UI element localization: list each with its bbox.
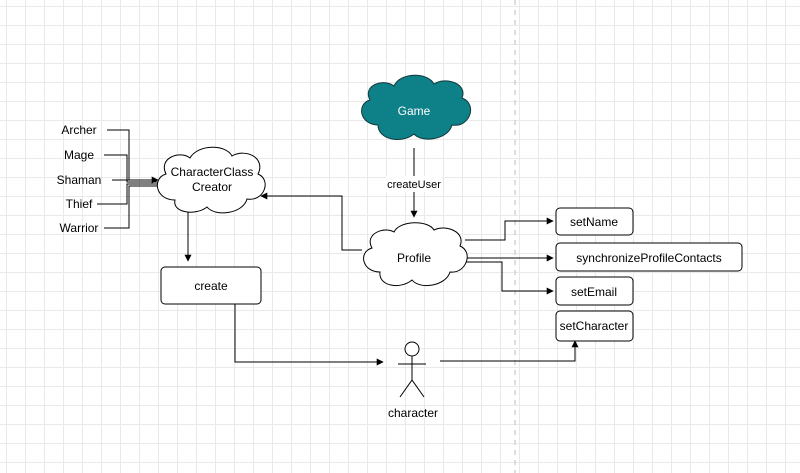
set-character-box[interactable] (555, 310, 634, 342)
edge-profile-to-creator (260, 192, 362, 251)
set-name-label: setName (570, 215, 618, 229)
profile-label: Profile (397, 251, 431, 265)
create-box[interactable] (160, 266, 262, 305)
set-character-label: setCharacter (560, 319, 629, 333)
set-email-label: setEmail (571, 285, 617, 299)
create-label: create (194, 279, 228, 293)
edge-label-bg (386, 176, 442, 192)
edge-character-to-setcharacter (440, 340, 579, 362)
game-cloud[interactable] (361, 74, 472, 140)
profile-cloud[interactable] (363, 222, 468, 287)
edge-create-to-character (234, 304, 384, 366)
character-actor[interactable] (398, 341, 426, 398)
edge-profile-to-setemail (465, 261, 554, 295)
set-name-box[interactable] (555, 207, 634, 236)
class-connectors (97, 129, 159, 229)
sync-contacts-label: synchronizeProfileContacts (576, 251, 721, 265)
class-label-shaman: Shaman (57, 173, 102, 187)
set-email-box[interactable] (555, 276, 634, 306)
creator-label-line2: Creator (192, 180, 232, 194)
class-label-mage: Mage (64, 148, 94, 162)
edge-label-create-user: createUser (387, 179, 441, 191)
sync-contacts-box[interactable] (555, 242, 743, 272)
creator-label-line1: CharacterClass (171, 165, 254, 179)
character-label: character (388, 406, 438, 420)
edge-profile-to-setname (465, 217, 554, 241)
game-label: Game (398, 104, 431, 118)
class-label-archer: Archer (61, 123, 96, 137)
class-label-thief: Thief (66, 197, 93, 211)
character-class-creator-cloud[interactable] (156, 146, 266, 214)
class-label-warrior: Warrior (60, 221, 99, 235)
